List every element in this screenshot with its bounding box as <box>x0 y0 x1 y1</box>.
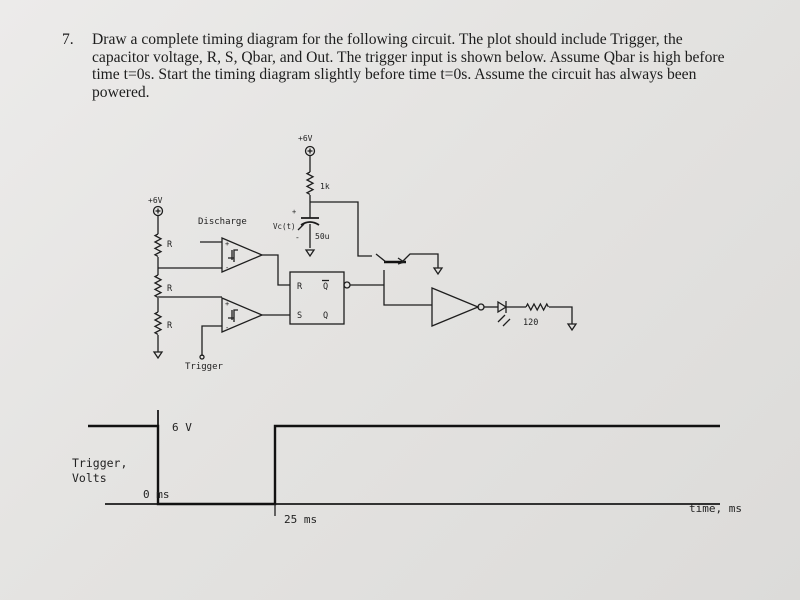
led-diode <box>497 300 511 327</box>
y-axis-label-line2: Volts <box>72 471 107 485</box>
wire-to-buffer <box>383 270 432 306</box>
resistor-mid-label: R <box>167 284 173 294</box>
comparator-upper: + - <box>221 237 264 273</box>
question-line: Draw a complete timing diagram for the f… <box>92 31 683 48</box>
output-inverter <box>431 287 485 327</box>
resistor-top <box>153 233 163 257</box>
capacitor-voltage-label: Vc(t) <box>273 222 296 231</box>
top-supply-label: +6V <box>298 134 313 143</box>
ground-capacitor <box>304 249 316 258</box>
resistor-top-label: R <box>167 240 173 250</box>
sr-flip-flop: R Q S Q <box>289 271 345 325</box>
resistor-mid <box>153 274 163 298</box>
capacitor-plate-bottom <box>300 221 320 226</box>
svg-text:+: + <box>292 208 296 216</box>
t0-label: 0 ms <box>143 488 170 501</box>
circuit-schematic: +6V R R R + - <box>148 134 578 372</box>
left-supply: +6V <box>148 196 164 234</box>
svg-text:-: - <box>295 233 300 242</box>
resistor-1k-label: 1k <box>320 182 330 191</box>
discharge-transistor <box>375 253 444 276</box>
time-axis-label: time, ms <box>689 502 742 515</box>
top-supply: +6V <box>298 134 316 172</box>
question-line: capacitor voltage, R, S, Qbar, and Out. … <box>92 48 725 66</box>
trigger-timing-plot: 6 V Trigger, Volts 0 ms 25 ms time, ms <box>72 410 742 526</box>
ground-left <box>152 351 164 360</box>
svg-text:Q: Q <box>323 282 328 292</box>
trigger-input-label: Trigger <box>185 362 224 372</box>
resistor-1k <box>305 171 315 195</box>
comparator-lower: + - <box>221 297 264 333</box>
resistor-bottom <box>153 311 163 335</box>
question-body: Draw a complete timing diagram for the f… <box>92 31 782 101</box>
svg-text:-: - <box>225 324 229 332</box>
question-number: 7. <box>62 31 74 48</box>
left-supply-label: +6V <box>148 196 163 205</box>
svg-text:Q: Q <box>323 311 328 321</box>
qbar-bubble <box>343 281 351 289</box>
capacitor-value-label: 50u <box>315 232 330 241</box>
resistor-bottom-label: R <box>167 321 173 331</box>
trigger-waveform <box>88 424 720 506</box>
ground-output <box>566 323 578 332</box>
question-line: powered. <box>92 83 150 101</box>
svg-text:S: S <box>297 311 302 321</box>
svg-text:+: + <box>225 240 229 248</box>
ground-transistor <box>432 267 444 276</box>
discharge-label: Discharge <box>198 217 247 227</box>
t25-label: 25 ms <box>284 513 317 526</box>
wire-to-discharge-transistor <box>310 201 372 257</box>
resistor-120-label: 120 <box>523 318 538 328</box>
svg-text:+: + <box>225 300 229 308</box>
level-6v-label: 6 V <box>172 421 192 434</box>
question-line: time t=0s. Start the timing diagram slig… <box>92 66 697 83</box>
y-axis-label-line1: Trigger, <box>72 456 127 470</box>
svg-text:R: R <box>297 282 303 292</box>
svg-text:-: - <box>225 264 229 272</box>
resistor-120 <box>525 302 549 312</box>
wire-trigger <box>201 325 222 356</box>
wire-to-r <box>262 254 290 286</box>
